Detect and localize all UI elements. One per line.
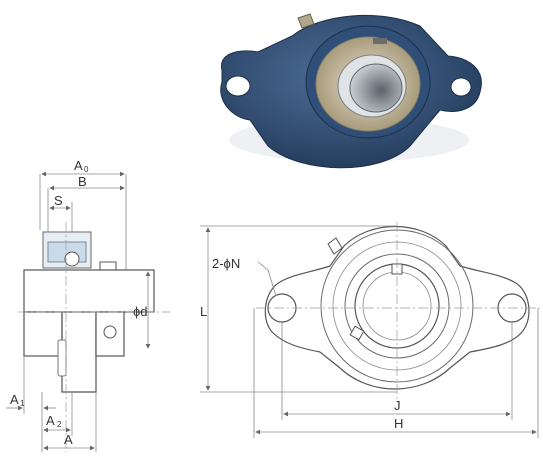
photo-bolt-hole-left bbox=[225, 75, 251, 97]
front-set-screw-side bbox=[349, 325, 365, 341]
label-S: S bbox=[54, 193, 63, 208]
label-H: H bbox=[394, 416, 403, 431]
label-A2: A bbox=[46, 413, 55, 428]
photo-grease-nipple bbox=[297, 13, 315, 29]
side-view: A 0 B S ϕd A 1 A bbox=[6, 158, 170, 452]
front-grease-nipple bbox=[327, 237, 343, 255]
label-B: B bbox=[78, 174, 87, 189]
photo-set-screw bbox=[373, 38, 387, 44]
label-L: L bbox=[200, 304, 207, 319]
bearing-photo bbox=[220, 13, 482, 169]
photo-bolt-hole-right bbox=[450, 77, 472, 97]
label-A1-sub: 1 bbox=[20, 399, 25, 408]
label-bolt-holes: 2-ϕN bbox=[212, 256, 240, 271]
housing-section bbox=[23, 269, 155, 313]
front-view: 2-ϕN L J H bbox=[200, 222, 540, 438]
label-A: A bbox=[64, 432, 73, 447]
label-A1: A bbox=[10, 392, 19, 407]
bore bbox=[349, 63, 403, 113]
label-A0-sub: 0 bbox=[84, 165, 89, 174]
label-phi-d: ϕd bbox=[133, 304, 148, 319]
label-A2-sub: 2 bbox=[57, 420, 62, 429]
label-J: J bbox=[394, 398, 401, 413]
label-A0: A bbox=[74, 158, 83, 173]
